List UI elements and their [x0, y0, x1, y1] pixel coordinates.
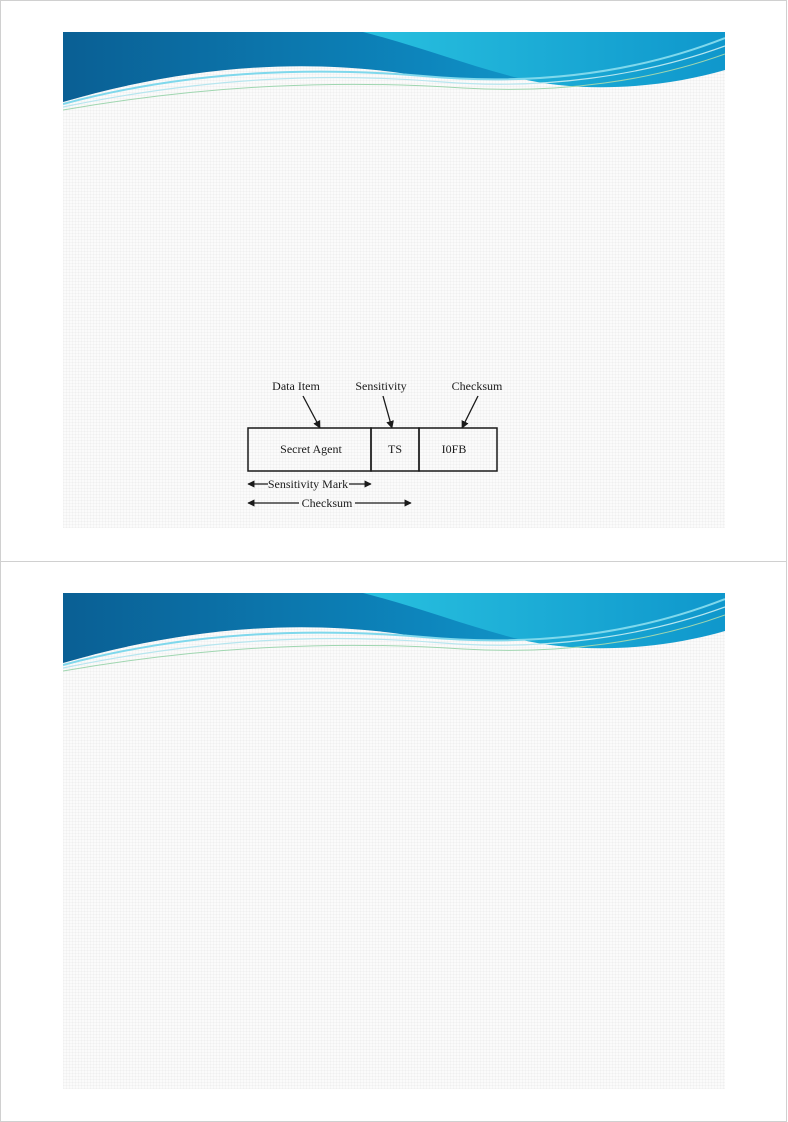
sensitivity-checksum-diagram: Data Item Sensitivity Checksum Secret Ag… [247, 379, 503, 510]
slide-header-banner [63, 32, 725, 111]
label-data-item: Data Item [272, 379, 320, 393]
field-value-checksum: I0FB [442, 442, 467, 456]
field-box-checksum [418, 427, 498, 472]
field-value-sensitivity: TS [388, 442, 402, 456]
span-label-sensitivity-mark: Sensitivity Mark [268, 477, 348, 491]
pointer-data-item [302, 395, 321, 429]
slide-2 [63, 593, 725, 1089]
label-sensitivity: Sensitivity [355, 379, 406, 393]
slide-1: Data Item Sensitivity Checksum Secret Ag… [63, 32, 725, 528]
span-label-checksum: Checksum [302, 496, 353, 510]
pointer-sensitivity [382, 395, 394, 429]
pointer-checksum [461, 395, 479, 429]
slide-header-banner [63, 593, 725, 672]
label-checksum: Checksum [452, 379, 503, 393]
field-value-data-item: Secret Agent [280, 442, 342, 456]
